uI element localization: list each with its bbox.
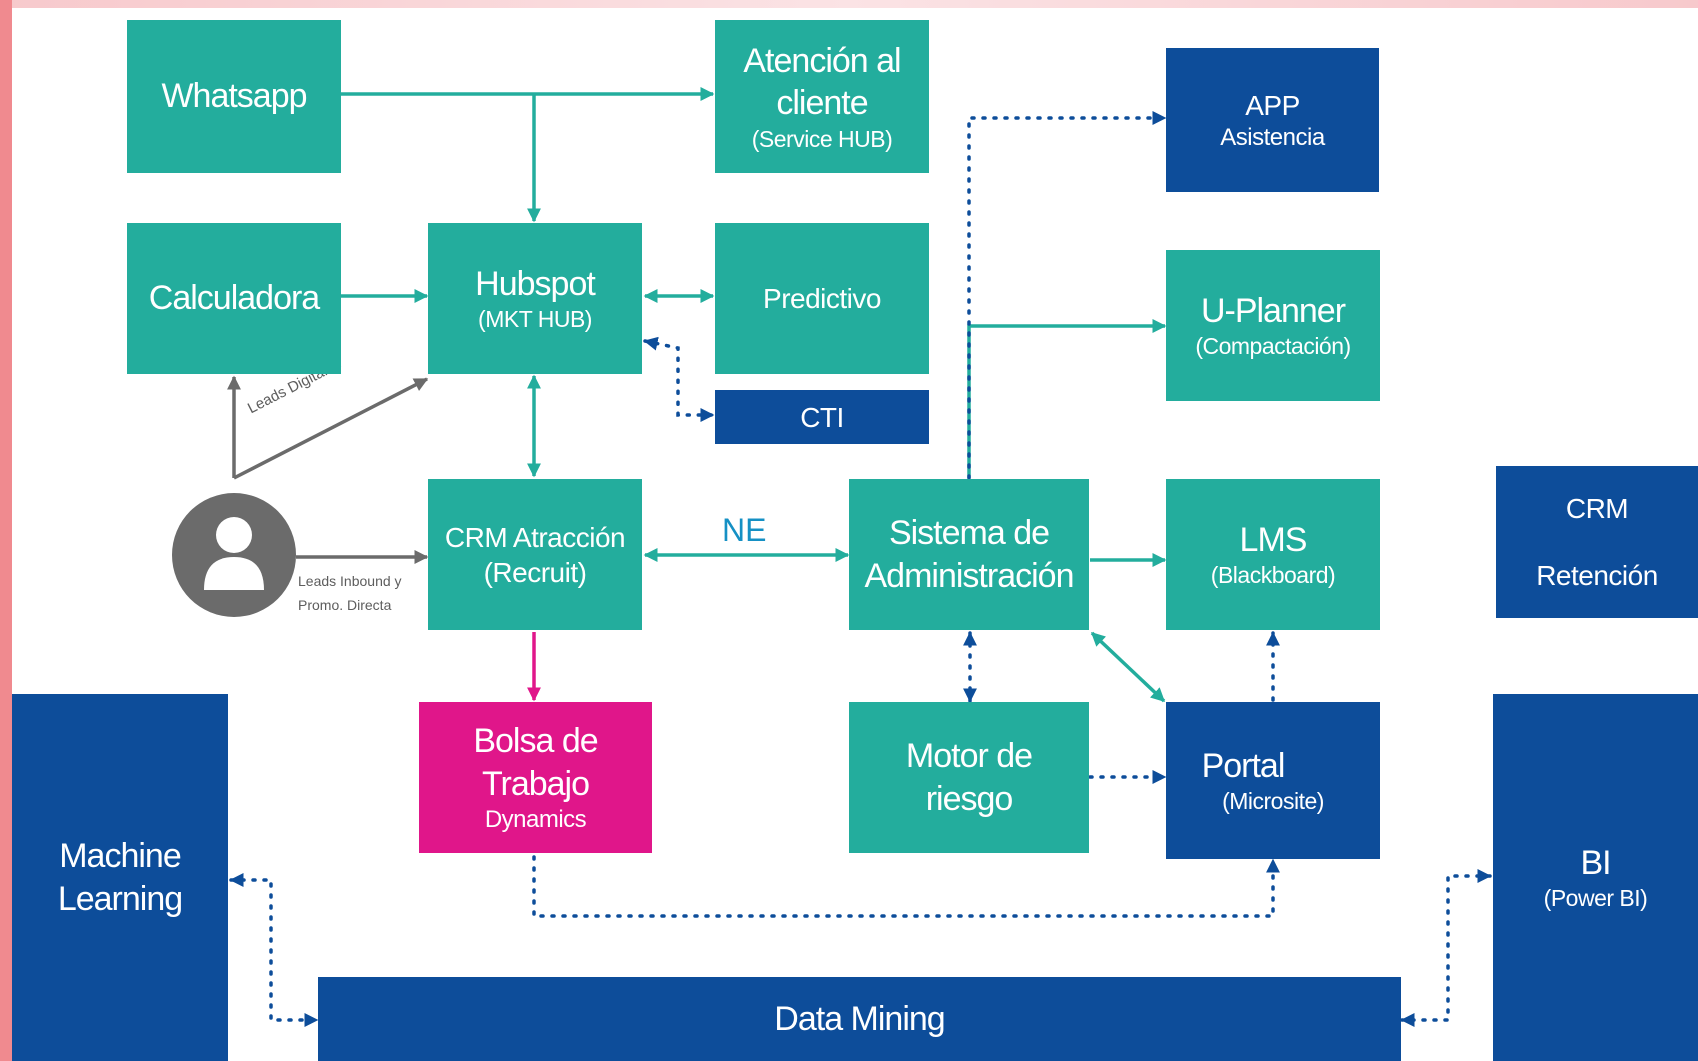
data-mining-node: Data Mining <box>318 977 1401 1061</box>
lms-sub: (Blackboard) <box>1210 562 1336 589</box>
crm-retencion-node: CRM Retención <box>1496 466 1698 618</box>
uplanner-label: U-Planner <box>1200 291 1346 330</box>
crm-retencion-line1: CRM <box>1565 492 1629 524</box>
arrow-sistema-to-uplanner <box>967 319 1167 478</box>
crm-atraccion-node: CRM Atracción (Recruit) <box>428 479 642 630</box>
atencion-line1: Atención al <box>743 41 901 80</box>
arrow-sistema-portal <box>1090 631 1166 703</box>
hubspot-label: Hubspot <box>475 264 596 303</box>
dotted-arrow-bolsa-to-portal <box>532 855 1280 918</box>
hubspot-sub: (MKT HUB) <box>478 306 592 333</box>
bi-label: BI <box>1580 843 1611 882</box>
portal-sub: (Microsite) <box>1222 788 1324 815</box>
sistema-line2: Administración <box>864 556 1075 595</box>
bi-sub: (Power BI) <box>1543 885 1648 912</box>
atencion-cliente-node: Atención al cliente (Service HUB) <box>715 20 929 173</box>
crm-atraccion-label: CRM Atracción <box>444 521 626 553</box>
bolsa-line1: Bolsa de <box>473 722 598 760</box>
calculadora-node: Calculadora <box>127 223 341 374</box>
uplanner-node: U-Planner (Compactación) <box>1166 250 1380 401</box>
whatsapp-label: Whatsapp <box>161 77 307 116</box>
arrow-user-to-hubspot <box>233 377 429 480</box>
bolsa-trabajo-node: Bolsa de Trabajo Dynamics <box>419 702 652 853</box>
crm-atraccion-sub: (Recruit) <box>483 556 587 588</box>
cti-label: CTI <box>800 401 844 433</box>
bolsa-sub: Dynamics <box>484 806 587 833</box>
dotted-arrow-hubspot-cti <box>643 336 715 422</box>
data-mining-label: Data Mining <box>774 999 945 1038</box>
dotted-arrow-bi-datamining <box>1400 869 1492 1027</box>
predictivo-label: Predictivo <box>763 283 881 314</box>
atencion-sub: (Service HUB) <box>751 125 893 152</box>
machine-learning-line2: Learning <box>57 879 183 918</box>
app-line1: APP <box>1245 89 1300 121</box>
motor-line2: riesgo <box>925 779 1014 818</box>
top-edge-decoration <box>0 0 1698 8</box>
leads-inbound-label: Leads Inbound y Promo. Directa <box>298 569 402 617</box>
leads-inbound-line1: Leads Inbound y <box>298 573 402 589</box>
calculadora-label: Calculadora <box>148 279 320 318</box>
leads-inbound-line2: Promo. Directa <box>298 597 392 613</box>
user-avatar-icon <box>172 493 296 617</box>
hubspot-node: Hubspot (MKT HUB) <box>428 223 642 374</box>
motor-line1: Motor de <box>905 737 1033 775</box>
crm-retencion-line2: Retención <box>1536 560 1658 591</box>
predictivo-node: Predictivo <box>715 223 929 374</box>
left-edge-decoration <box>0 0 12 1061</box>
whatsapp-node: Whatsapp <box>127 20 341 173</box>
cti-node: CTI <box>715 390 929 444</box>
lms-label: LMS <box>1239 520 1308 559</box>
bolsa-line2: Trabajo <box>481 764 590 803</box>
machine-learning-node: Machine Learning <box>12 694 228 1061</box>
app-asistencia-node: APP Asistencia <box>1166 48 1379 192</box>
portal-label: Portal <box>1201 746 1286 785</box>
bi-node: BI (Power BI) <box>1493 694 1698 1061</box>
ne-label: NE <box>722 512 767 548</box>
sistema-administracion-node: Sistema de Administración <box>849 479 1089 630</box>
uplanner-sub: (Compactación) <box>1195 333 1351 360</box>
dotted-arrow-to-app <box>967 111 1167 480</box>
app-line2: Asistencia <box>1220 123 1325 151</box>
machine-learning-line1: Machine <box>59 837 182 875</box>
portal-node: Portal (Microsite) <box>1166 702 1380 859</box>
lms-node: LMS (Blackboard) <box>1166 479 1380 630</box>
dotted-arrow-ml-datamining <box>229 873 319 1027</box>
motor-riesgo-node: Motor de riesgo <box>849 702 1089 853</box>
sistema-line1: Sistema de <box>888 514 1050 552</box>
atencion-line2: cliente <box>776 84 868 123</box>
